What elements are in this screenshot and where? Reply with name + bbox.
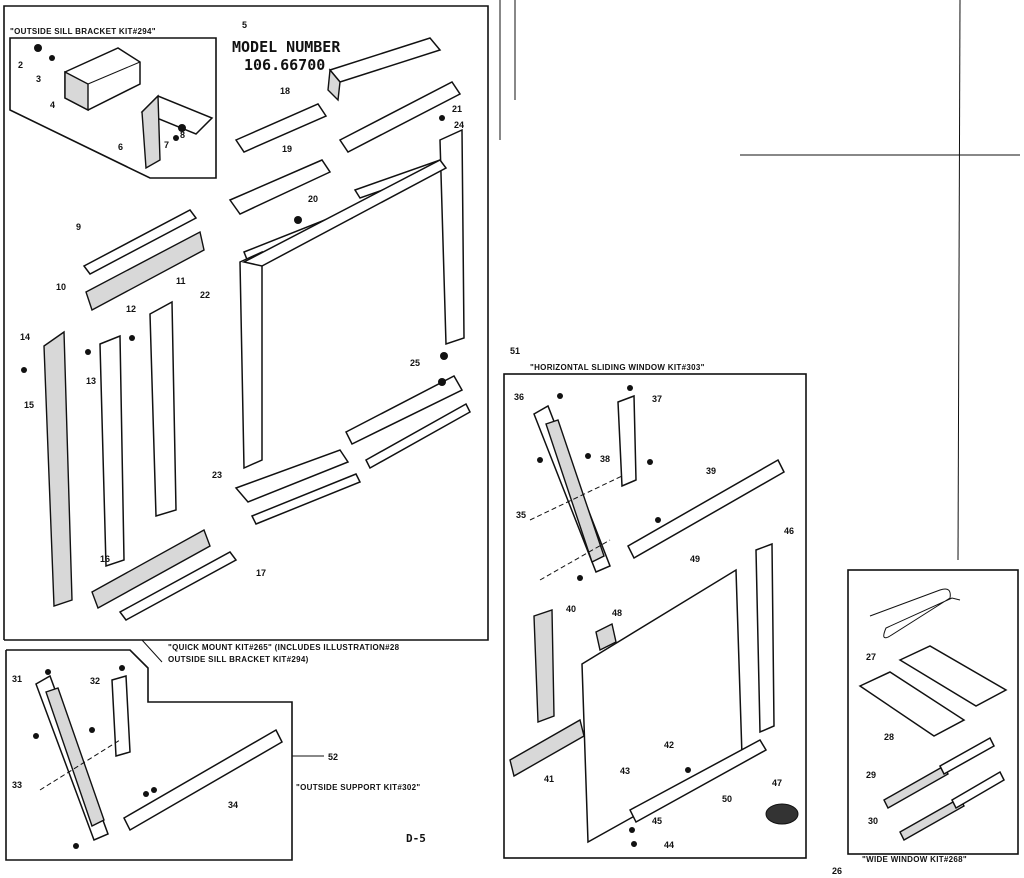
callout-17: 17 xyxy=(256,568,266,578)
callout-47: 47 xyxy=(772,778,782,788)
callout-33: 33 xyxy=(12,780,22,790)
part-40-foam xyxy=(533,609,555,723)
part-32-bracket xyxy=(111,675,131,757)
kit-label-outside-sill-bracket: "OUTSIDE SILL BRACKET KIT#294" xyxy=(10,27,156,36)
part-41-seal xyxy=(509,718,585,778)
callout-24: 24 xyxy=(454,120,464,130)
part-17-strip xyxy=(118,551,238,621)
callout-11: 11 xyxy=(176,276,186,286)
part-48-clip xyxy=(595,622,617,652)
callout-3: 3 xyxy=(36,74,41,84)
callout-7: 7 xyxy=(164,140,169,150)
callout-45: 45 xyxy=(652,816,662,826)
callout-13: 13 xyxy=(86,376,96,386)
callout-2: 2 xyxy=(18,60,23,70)
part-47-coil xyxy=(765,803,799,825)
callout-51: 51 xyxy=(510,346,520,356)
part-9-channel xyxy=(82,209,198,275)
part-39-rail xyxy=(627,458,785,560)
model-heading: MODEL NUMBER xyxy=(232,38,341,56)
callout-37: 37 xyxy=(652,394,662,404)
callout-46: 46 xyxy=(784,526,794,536)
callout-18: 18 xyxy=(280,86,290,96)
part-27-seal xyxy=(869,588,961,639)
part-10-channel xyxy=(85,230,205,312)
callout-43: 43 xyxy=(620,766,630,776)
kit-label-quick-mount-2: OUTSIDE SILL BRACKET KIT#294) xyxy=(168,655,309,664)
kit-label-wide-window: "WIDE WINDOW KIT#268" xyxy=(862,855,967,864)
kit-label-quick-mount-1: "QUICK MOUNT KIT#265" (INCLUDES ILLUSTRA… xyxy=(168,643,400,652)
callout-50: 50 xyxy=(722,794,732,804)
callout-30: 30 xyxy=(868,816,878,826)
callout-6: 6 xyxy=(118,142,123,152)
callout-52: 52 xyxy=(328,752,338,762)
callout-23: 23 xyxy=(212,470,222,480)
page-ref: D-5 xyxy=(406,832,426,845)
horizontal-sliding-window-kit xyxy=(503,373,807,859)
callout-9: 9 xyxy=(76,222,81,232)
part-29-rail xyxy=(883,765,949,809)
callout-31: 31 xyxy=(12,674,22,684)
callout-35: 35 xyxy=(516,510,526,520)
wide-window-kit xyxy=(847,569,1019,855)
callout-42: 42 xyxy=(664,740,674,750)
quick-mount-parts xyxy=(21,37,471,621)
callout-36: 36 xyxy=(514,392,524,402)
callout-27: 27 xyxy=(866,652,876,662)
callout-5: 5 xyxy=(242,20,247,30)
part-14-jamb xyxy=(43,330,73,607)
part-22-frame-side xyxy=(239,250,263,470)
callout-21: 21 xyxy=(452,104,462,114)
frame-lines xyxy=(3,0,1020,641)
callout-40: 40 xyxy=(566,604,576,614)
callout-8: 8 xyxy=(180,130,185,140)
callout-10: 10 xyxy=(56,282,66,292)
part-46-strip xyxy=(755,542,775,734)
callout-39: 39 xyxy=(706,466,716,476)
part-50-rail xyxy=(629,739,768,824)
callout-4: 4 xyxy=(50,100,55,110)
callout-44: 44 xyxy=(664,840,674,850)
callout-22: 22 xyxy=(200,290,210,300)
part-28-panel xyxy=(858,671,966,737)
callout-32: 32 xyxy=(90,676,100,686)
part-18-rail xyxy=(234,103,328,153)
callout-48: 48 xyxy=(612,608,622,618)
kit-label-horizontal-sliding: "HORIZONTAL SLIDING WINDOW KIT#303" xyxy=(530,363,705,372)
callout-28: 28 xyxy=(884,732,894,742)
callout-26: 26 xyxy=(832,866,842,876)
callout-16: 16 xyxy=(100,554,110,564)
part-11-jamb xyxy=(149,300,177,517)
part-23-rail xyxy=(234,449,350,503)
part-37-bracket xyxy=(617,394,637,488)
part-30-rail xyxy=(899,797,965,841)
callout-19: 19 xyxy=(282,144,292,154)
callout-41: 41 xyxy=(544,774,554,784)
outside-support-kit xyxy=(5,649,324,861)
callout-38: 38 xyxy=(600,454,610,464)
callout-34: 34 xyxy=(228,800,238,810)
callout-49: 49 xyxy=(690,554,700,564)
part-16-jamb xyxy=(99,334,125,568)
callout-labels: 2 3 4 5 6 7 8 9 10 11 12 13 14 15 16 17 … xyxy=(12,20,894,876)
callout-20: 20 xyxy=(308,194,318,204)
part-34-rail xyxy=(123,728,283,832)
callout-29: 29 xyxy=(866,770,876,780)
model-number: 106.66700 xyxy=(244,56,325,74)
callout-12: 12 xyxy=(126,304,136,314)
outside-sill-bracket-kit: "OUTSIDE SILL BRACKET KIT#294" xyxy=(9,27,217,179)
callout-14: 14 xyxy=(20,332,30,342)
callout-15: 15 xyxy=(24,400,34,410)
kit-label-outside-support: "OUTSIDE SUPPORT KIT#302" xyxy=(296,783,420,792)
callout-25: 25 xyxy=(410,358,420,368)
part-19-rail xyxy=(228,159,332,215)
